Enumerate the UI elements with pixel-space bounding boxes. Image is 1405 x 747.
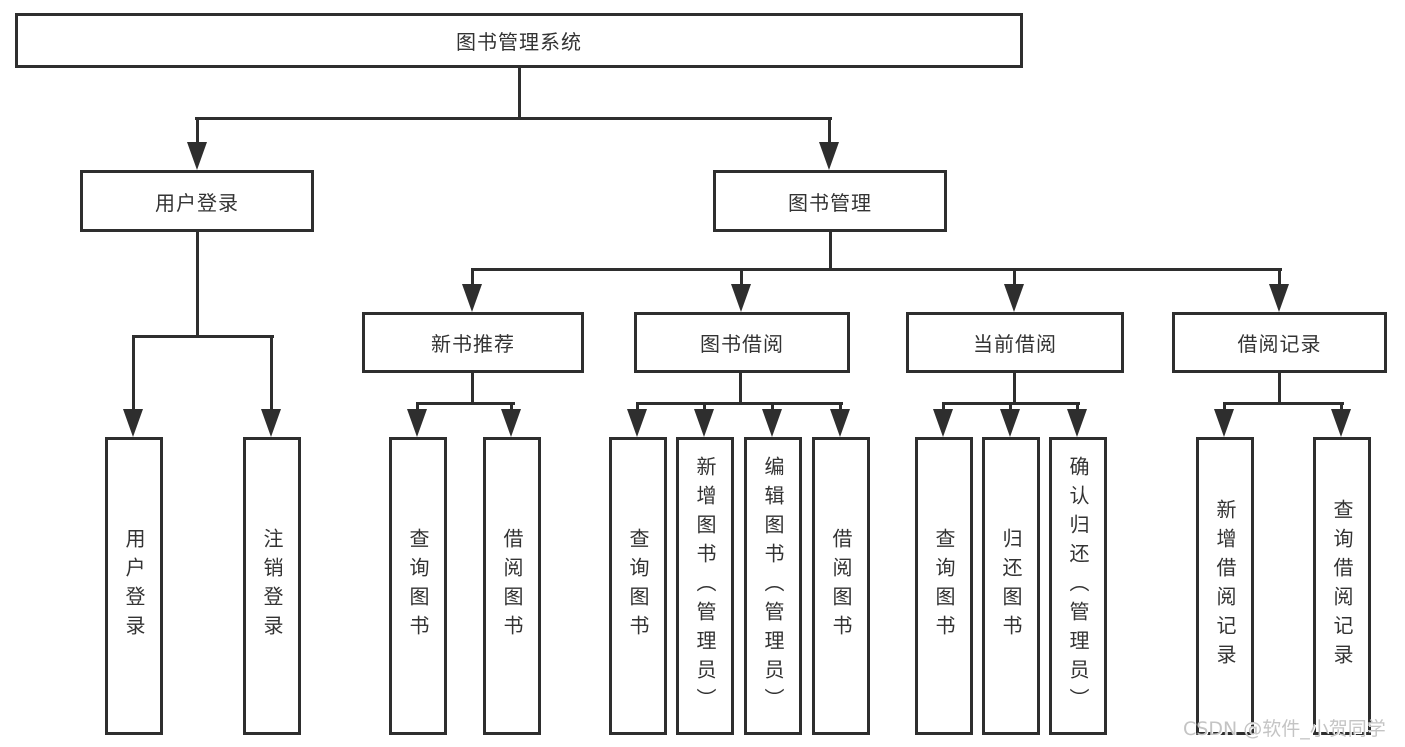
connector-line xyxy=(196,120,199,146)
connector-line xyxy=(416,405,419,411)
node-query-books-recommend: 查询图书 xyxy=(389,437,447,735)
arrow-down-icon xyxy=(627,409,647,437)
arrow-down-icon xyxy=(762,409,782,437)
node-add-borrow-record: 新增借阅记录 xyxy=(1196,437,1254,735)
node-query-books-borrowing: 查询图书 xyxy=(609,437,667,735)
connector-line xyxy=(703,405,706,411)
arrow-down-icon xyxy=(933,409,953,437)
node-return-books: 归还图书 xyxy=(982,437,1040,735)
connector-line xyxy=(740,271,743,286)
arrow-down-icon xyxy=(1004,284,1024,312)
connector-line xyxy=(839,405,842,411)
connector-line xyxy=(270,338,273,411)
node-logout: 注销登录 xyxy=(243,437,301,735)
node-current-borrowing: 当前借阅 xyxy=(906,312,1124,373)
arrow-down-icon xyxy=(501,409,521,437)
node-library-system: 图书管理系统 xyxy=(15,13,1023,68)
node-confirm-return-admin: 确认归还（管理员） xyxy=(1049,437,1107,735)
connector-line xyxy=(195,117,832,120)
arrow-down-icon xyxy=(819,142,839,170)
arrow-down-icon xyxy=(1269,284,1289,312)
connector-line xyxy=(471,373,474,405)
csdn-watermark: CSDN @软件_小贺同学 xyxy=(1183,718,1386,740)
connector-line xyxy=(416,402,515,405)
arrow-down-icon xyxy=(261,409,281,437)
node-edit-books-admin: 编辑图书（管理员） xyxy=(744,437,802,735)
connector-line xyxy=(1223,402,1344,405)
arrow-down-icon xyxy=(187,142,207,170)
connector-line xyxy=(636,402,843,405)
node-book-management: 图书管理 xyxy=(713,170,947,232)
node-add-books-admin: 新增图书（管理员） xyxy=(676,437,734,735)
arrow-down-icon xyxy=(407,409,427,437)
connector-line xyxy=(1223,405,1226,411)
connector-line xyxy=(942,405,945,411)
connector-line xyxy=(739,373,742,405)
node-borrow-books-recommend: 借阅图书 xyxy=(483,437,541,735)
connector-line xyxy=(1009,405,1012,411)
arrow-down-icon xyxy=(731,284,751,312)
connector-line xyxy=(1278,373,1281,405)
node-new-book-recommend: 新书推荐 xyxy=(362,312,584,373)
connector-line xyxy=(196,232,199,337)
node-user-login-module: 用户登录 xyxy=(80,170,314,232)
node-query-books-current: 查询图书 xyxy=(915,437,973,735)
connector-line xyxy=(942,402,1080,405)
connector-line xyxy=(828,120,831,146)
connector-line xyxy=(1340,405,1343,411)
connector-line xyxy=(471,268,1282,271)
connector-line xyxy=(132,338,135,411)
node-user-login: 用户登录 xyxy=(105,437,163,735)
node-query-borrow-record: 查询借阅记录 xyxy=(1313,437,1371,735)
node-borrow-books: 借阅图书 xyxy=(812,437,870,735)
connector-line xyxy=(1076,405,1079,411)
arrow-down-icon xyxy=(694,409,714,437)
node-book-borrowing: 图书借阅 xyxy=(634,312,850,373)
arrow-down-icon xyxy=(1214,409,1234,437)
connector-line xyxy=(636,405,639,411)
connector-line xyxy=(829,232,832,271)
arrow-down-icon xyxy=(462,284,482,312)
connector-line xyxy=(471,271,474,286)
node-borrowing-records: 借阅记录 xyxy=(1172,312,1387,373)
connector-line xyxy=(1278,271,1281,286)
connector-line xyxy=(510,405,513,411)
arrow-down-icon xyxy=(1331,409,1351,437)
connector-line xyxy=(518,68,521,120)
connector-line xyxy=(1013,271,1016,286)
connector-line xyxy=(771,405,774,411)
arrow-down-icon xyxy=(123,409,143,437)
connector-line xyxy=(132,335,274,338)
arrow-down-icon xyxy=(1067,409,1087,437)
arrow-down-icon xyxy=(1000,409,1020,437)
arrow-down-icon xyxy=(830,409,850,437)
connector-line xyxy=(1013,373,1016,405)
